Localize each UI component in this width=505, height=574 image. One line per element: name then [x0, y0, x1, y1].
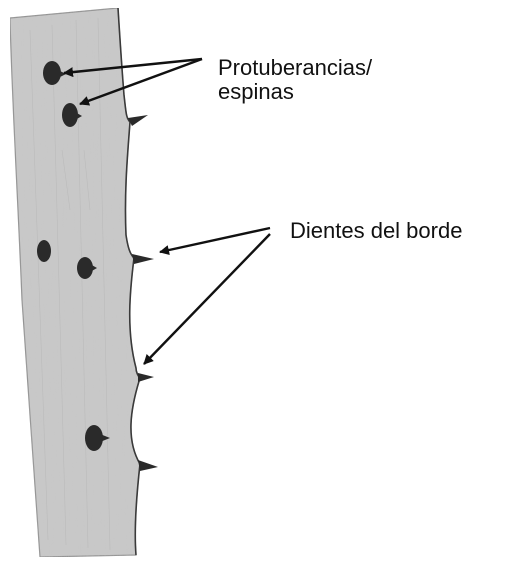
marginal-teeth	[128, 115, 158, 471]
tooth-1	[128, 115, 148, 126]
spines-label-line1: Protuberancias/	[218, 56, 372, 80]
arrow-to-tooth-3	[144, 234, 270, 364]
spines-label: Protuberancias/ espinas	[218, 56, 372, 104]
stem-body	[10, 8, 140, 557]
tooth-2	[132, 254, 154, 264]
tooth-4	[138, 460, 158, 471]
margin-teeth-label: Dientes del borde	[290, 219, 462, 243]
arrow-to-tooth-2	[160, 228, 270, 252]
tooth-3	[138, 373, 154, 382]
spines-label-line2: espinas	[218, 80, 372, 104]
spine-3	[37, 240, 51, 262]
